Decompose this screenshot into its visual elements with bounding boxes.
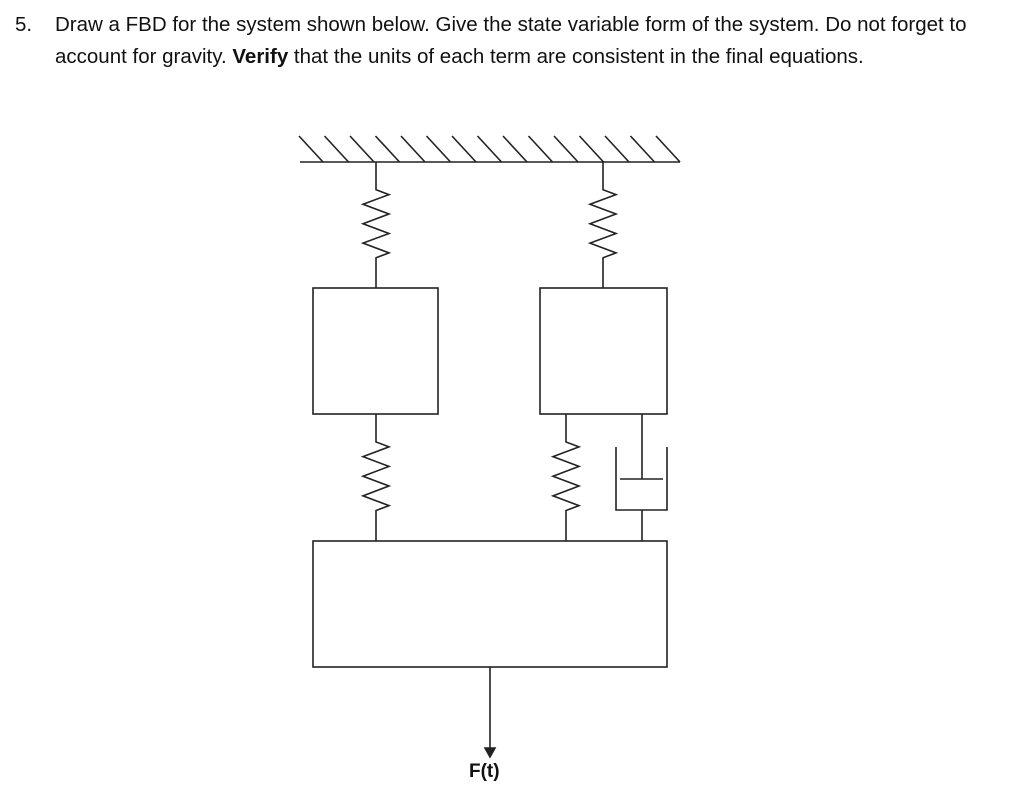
spring-1 (360, 162, 392, 288)
question-text: Draw a FBD for the system shown below. G… (55, 9, 1005, 73)
arrow-head (483, 747, 497, 759)
damper (615, 414, 668, 541)
hatch-mark (629, 135, 656, 163)
mass-3 (312, 540, 668, 668)
hatch-mark (298, 135, 324, 163)
spring-4 (550, 414, 582, 541)
hatch-mark (349, 135, 375, 163)
fixed-ceiling (298, 135, 681, 163)
hatch-mark (425, 135, 452, 163)
hatch-mark (451, 135, 477, 163)
mass-2 (539, 287, 668, 415)
force-label: F(t) (469, 761, 500, 782)
spring-2 (587, 162, 619, 288)
force-arrow (483, 667, 497, 759)
question-number: 5. (15, 13, 33, 36)
mass-1 (312, 287, 439, 415)
hatch-mark (553, 135, 579, 163)
hatch-mark (527, 135, 554, 163)
hatch-mark (604, 135, 630, 163)
hatch-mark (323, 135, 350, 163)
text-part: Draw a FBD for the system shown below. G… (55, 13, 967, 68)
hatch-mark (578, 135, 605, 163)
hatch-mark (476, 135, 503, 163)
hatch-mark (374, 135, 401, 163)
hatch-mark (655, 135, 681, 163)
bold-text: Verify (232, 45, 289, 68)
hatch-mark (502, 135, 528, 163)
springs (360, 162, 619, 541)
spring-3 (360, 414, 392, 541)
text-part: that the units of each term are consiste… (288, 45, 864, 68)
hatch-mark (400, 135, 426, 163)
